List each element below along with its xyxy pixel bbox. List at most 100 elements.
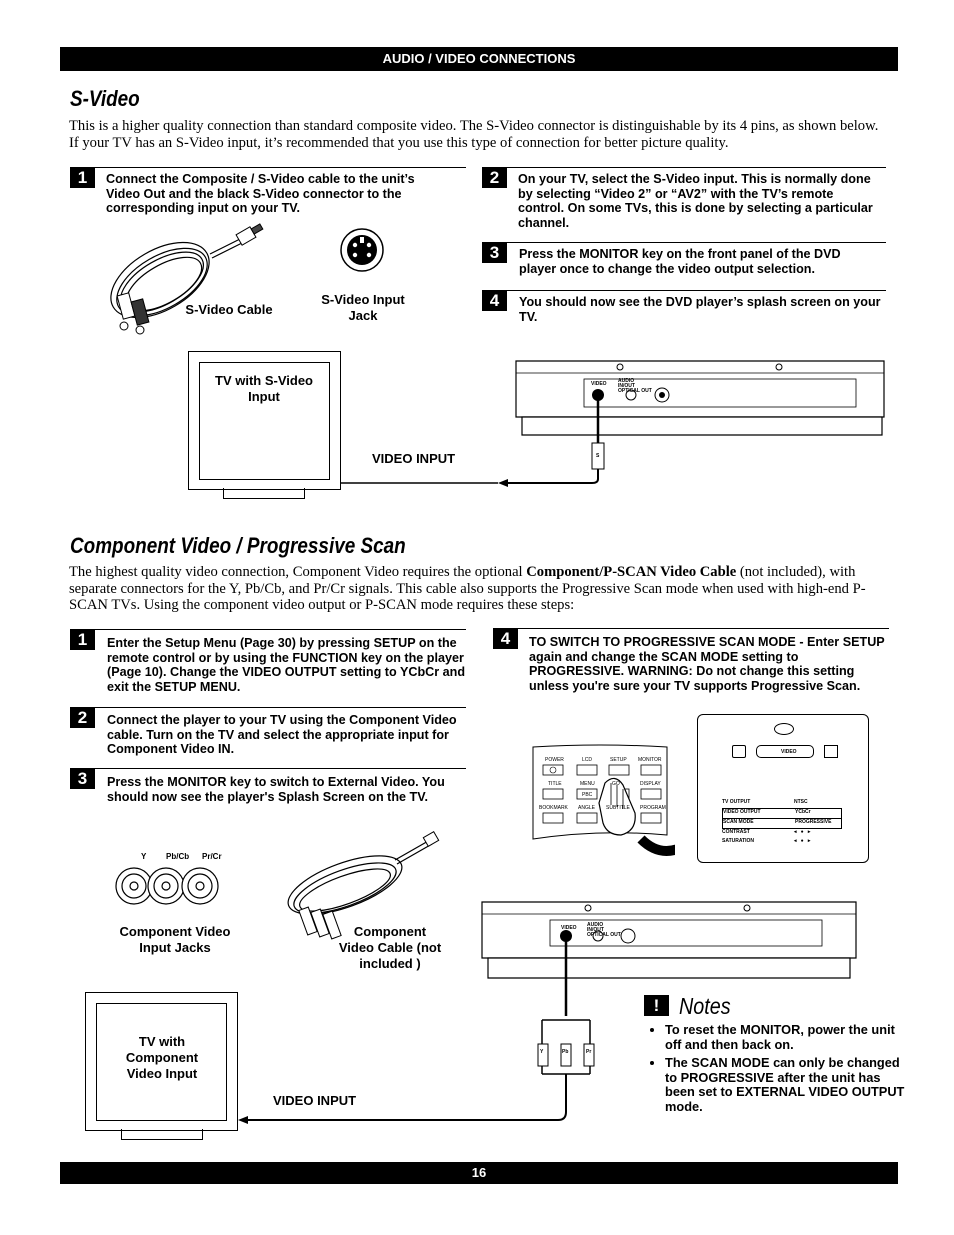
step-rule <box>518 628 889 629</box>
remote-key-menu: MENU <box>580 781 595 787</box>
player-audio-jack-label: AUDIO IN/OUT OPTICAL OUT <box>587 922 621 938</box>
osd-video-tab-label: VIDEO <box>781 749 797 755</box>
component-step-1: 1 Enter the Setup Menu (Page 30) by pres… <box>70 629 466 699</box>
plug-letter-pb: Pb <box>562 1049 569 1055</box>
svideo-jack-icon <box>340 228 384 272</box>
step-text: Press the MONITOR key to switch to Exter… <box>107 775 445 804</box>
player-video-jack-label: VIDEO <box>591 381 607 387</box>
step-text: Enter the Setup Menu (Page 30) by pressi… <box>107 636 466 695</box>
component-video-input-label: VIDEO INPUT <box>273 1093 357 1108</box>
step-number: 2 <box>70 707 95 728</box>
svideo-tv-label: TV with S-Video Input <box>215 373 313 404</box>
component-jacks-icon <box>115 867 219 905</box>
notes-item: The SCAN MODE can only be changed to PRO… <box>665 1055 911 1114</box>
component-step-3: 3 Press the MONITOR key to switch to Ext… <box>70 768 466 808</box>
component-tv-label: TV with Component Video Input <box>125 1034 199 1081</box>
osd-row: SCAN MODE PROGRESSIVE <box>722 819 842 829</box>
component-player-illustration <box>238 901 857 1124</box>
step-rule <box>507 290 886 291</box>
tv-screen: TV with S-Video Input <box>199 362 330 480</box>
remote-key-angle: ANGLE <box>578 805 595 811</box>
tv-stand <box>121 1129 203 1140</box>
component-jacks-label: Component Video Input Jacks <box>119 924 231 955</box>
step-number: 4 <box>493 628 518 649</box>
step-rule <box>95 167 466 168</box>
component-step-4: 4 TO SWITCH TO PROGRESSIVE SCAN MODE - E… <box>493 628 889 698</box>
remote-key-lcd: LCD <box>582 757 593 763</box>
osd-slider: ◂ ● ▸ <box>794 838 811 844</box>
remote-key-program: PROGRAM <box>640 805 666 811</box>
osd-row-value: NTSC <box>794 799 808 805</box>
svideo-step-2: 2 On your TV, select the S-Video input. … <box>482 167 886 237</box>
tv-stand <box>223 488 305 499</box>
remote-key-go: GO <box>612 781 620 787</box>
step-rule <box>95 768 466 769</box>
svideo-step-3: 3 Press the MONITOR key on the front pan… <box>482 242 886 282</box>
remote-key-pbc: PBC <box>582 792 593 798</box>
page-number: 16 <box>471 1165 487 1180</box>
remote-illustration <box>532 744 675 856</box>
osd-tab-row: VIDEO <box>732 745 842 758</box>
osd-row-value: YCbCr <box>795 809 811 815</box>
step-text: You should now see the DVD player’s spla… <box>519 295 881 324</box>
jack-label-pr: Pr/Cr <box>202 852 222 861</box>
svideo-plug-letter: S <box>596 453 600 459</box>
component-cable-label: Component Video Cable (not included ) <box>338 924 442 971</box>
osd-slider: ◂ ● ▸ <box>794 829 811 835</box>
svideo-player-illustration <box>340 360 885 487</box>
tv-tab-icon <box>824 745 838 758</box>
remote-key-display: DISPLAY <box>640 781 661 787</box>
step-text: TO SWITCH TO PROGRESSIVE SCAN MODE - Ent… <box>529 635 885 694</box>
remote-key-bookmark: BOOKMARK <box>539 805 568 811</box>
player-video-jack-label: VIDEO <box>561 925 577 931</box>
osd-row-value: PROGRESSIVE <box>795 819 832 825</box>
component-intro-text-2: (not included), with separate connectors… <box>69 564 866 613</box>
remote-key-setup: SETUP <box>610 757 627 763</box>
notes-icon-text: ! <box>653 996 660 1015</box>
remote-key-power: POWER <box>545 757 564 763</box>
osd-row-label: SATURATION <box>722 838 755 844</box>
component-intro-bold: Component/P-SCAN Video Cable <box>526 564 737 580</box>
remote-key-subtitle: SUBTITLE <box>606 805 630 811</box>
osd-menu: TV OUTPUT NTSC VIDEO OUTPUT YCbCr SCAN MOD… <box>722 799 842 847</box>
notes-warning-icon: ! <box>644 995 669 1016</box>
step-text: Connect the Composite / S-Video cable to… <box>106 172 415 216</box>
tv-screen: TV with Component Video Input <box>96 1003 227 1121</box>
component-tv-illustration: TV with Component Video Input <box>85 992 238 1131</box>
osd-row: CONTRAST◂ ● ▸ <box>722 829 842 838</box>
step-rule <box>507 242 886 243</box>
jack-label-pb: Pb/Cb <box>166 852 190 861</box>
svideo-video-input-label: VIDEO INPUT <box>372 451 456 466</box>
step-rule <box>507 167 886 168</box>
step-text: Connect the player to your TV using the … <box>107 713 457 757</box>
notes-item: To reset the MONITOR, power the unit off… <box>665 1022 911 1052</box>
osd-row-label: VIDEO OUTPUT <box>723 809 761 815</box>
notes-heading: Notes <box>679 993 731 1019</box>
component-step-2: 2 Connect the player to your TV using th… <box>70 707 466 762</box>
osd-screen: VIDEO TV OUTPUT NTSC VIDEO OUTPUT YCbCr SC… <box>697 714 869 863</box>
svideo-cable-illustration <box>110 223 264 335</box>
osd-row: TV OUTPUT NTSC <box>722 799 842 808</box>
disc-icon <box>774 723 794 735</box>
remote-key-monitor: MONITOR <box>638 757 662 763</box>
svideo-step-1: 1 Connect the Composite / S-Video cable … <box>70 167 466 227</box>
component-heading: Component Video / Progressive Scan <box>70 533 406 558</box>
audio-tab-icon <box>732 745 746 758</box>
step-text: On your TV, select the S-Video input. Th… <box>518 172 873 231</box>
osd-row-selected: VIDEO OUTPUT YCbCr <box>722 808 842 819</box>
plug-letter-y: Y <box>540 1049 544 1055</box>
osd-video-tab: VIDEO <box>756 745 814 758</box>
svideo-cable-label: S-Video Cable <box>185 302 273 317</box>
svideo-step-4: 4 You should now see the DVD player’s sp… <box>482 290 886 330</box>
svideo-intro: This is a higher quality connection than… <box>69 118 879 151</box>
step-number: 3 <box>482 242 507 263</box>
osd-row-label: SCAN MODE <box>723 819 754 825</box>
player-audio-jack-label: AUDIO IN/OUT OPTICAL OUT <box>618 378 652 394</box>
osd-row-label: TV OUTPUT <box>722 799 751 805</box>
step-rule <box>95 707 466 708</box>
svideo-heading: S-Video <box>70 86 140 111</box>
page-footer-bar: 16 <box>60 1162 898 1184</box>
step-number: 2 <box>482 167 507 188</box>
step-number: 1 <box>70 167 95 188</box>
step-number: 3 <box>70 768 95 789</box>
